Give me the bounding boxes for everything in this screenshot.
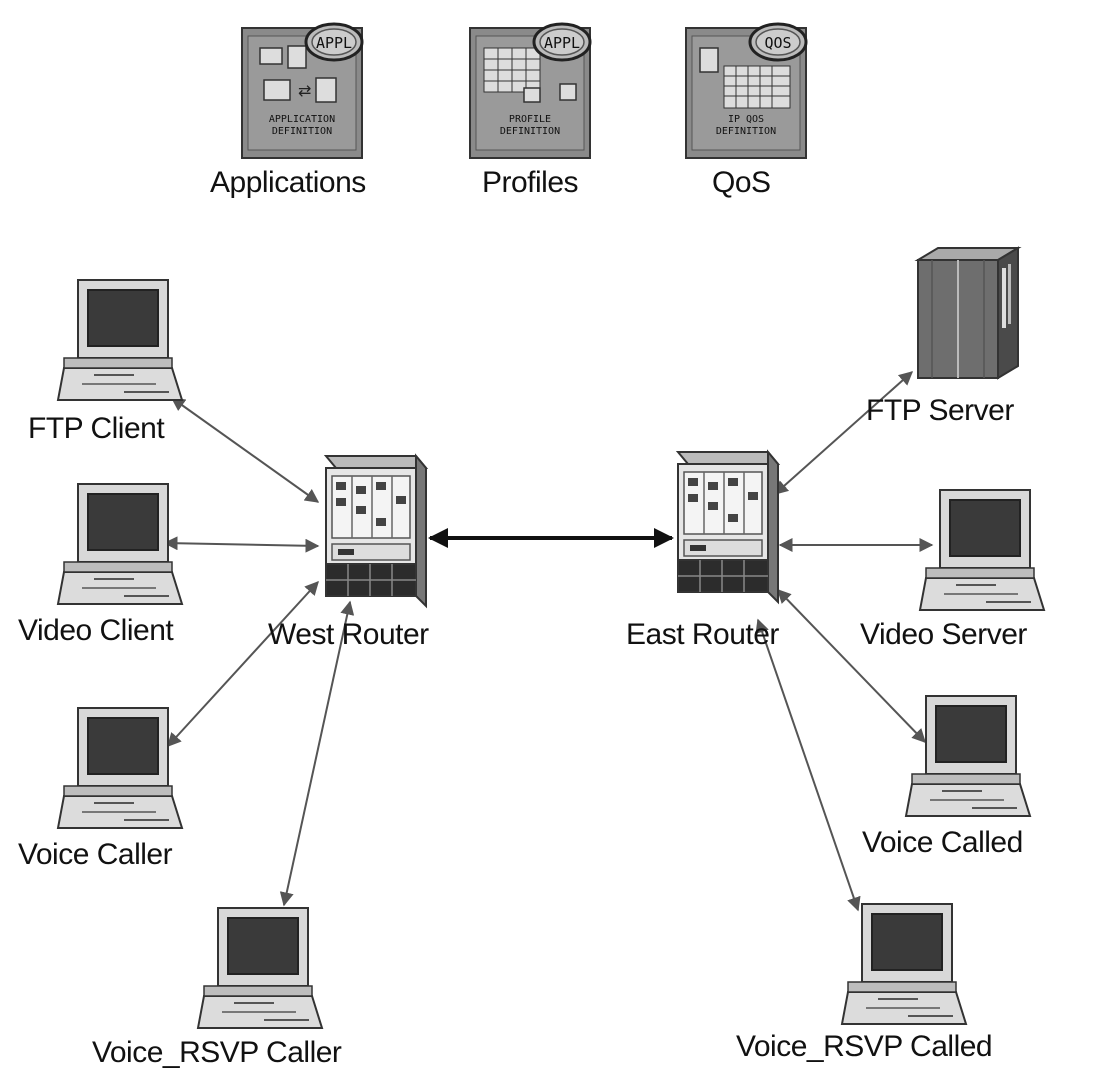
west-router-icon[interactable] — [325, 455, 427, 607]
profiles-caption-1: PROFILE — [509, 114, 551, 125]
ftp-server-icon[interactable] — [917, 247, 1019, 379]
link-voice-rsvp-caller-west[interactable] — [279, 600, 355, 907]
link-voice-rsvp-called-east[interactable] — [755, 618, 861, 912]
qos-caption-2: DEFINITION — [716, 126, 776, 137]
video-server-icon[interactable] — [919, 489, 1045, 611]
profiles-caption-2: DEFINITION — [500, 126, 560, 137]
voice-called-label: Voice Called — [862, 826, 1023, 859]
voice-caller-icon[interactable] — [57, 707, 183, 829]
qos-label: QoS — [712, 166, 771, 199]
applications-label: Applications — [210, 166, 366, 199]
link-voice-caller-west[interactable] — [167, 580, 319, 748]
voice-called-icon[interactable] — [905, 695, 1031, 817]
link-video-client-west[interactable] — [163, 536, 320, 553]
voice-caller-label: Voice Caller — [18, 838, 173, 871]
qos-config-icon[interactable]: IP QOS DEFINITION QOS — [685, 22, 808, 159]
video-server-label: Video Server — [860, 618, 1027, 651]
ftp-client-icon[interactable] — [57, 279, 183, 401]
west-router-label: West Router — [268, 618, 429, 651]
voice-rsvp-caller-label: Voice_RSVP Caller — [92, 1036, 342, 1069]
voice-rsvp-caller-icon[interactable] — [197, 907, 323, 1029]
link-ftp-client-west[interactable] — [170, 397, 320, 503]
link-voice-called-east[interactable] — [777, 588, 926, 744]
applications-caption-1: APPLICATION — [269, 114, 335, 125]
profiles-config-icon[interactable]: PROFILE DEFINITION APPL — [469, 22, 592, 159]
link-ftp-server-east[interactable] — [773, 371, 914, 495]
svg-text:⇄: ⇄ — [298, 81, 311, 100]
video-client-label: Video Client — [18, 614, 174, 647]
profiles-label: Profiles — [482, 166, 579, 199]
ftp-server-label: FTP Server — [866, 394, 1014, 427]
voice-rsvp-called-icon[interactable] — [841, 903, 967, 1025]
applications-badge: APPL — [316, 34, 352, 52]
qos-badge: QOS — [764, 34, 791, 52]
east-router-label: East Router — [626, 618, 779, 651]
ftp-client-label: FTP Client — [28, 412, 165, 445]
video-client-icon[interactable] — [57, 483, 183, 605]
qos-caption-1: IP QOS — [728, 114, 764, 125]
applications-config-icon[interactable]: ⇄ APPLICATION DEFINITION APPL — [241, 22, 364, 159]
applications-caption-2: DEFINITION — [272, 126, 332, 137]
east-router-icon[interactable] — [677, 451, 779, 603]
voice-rsvp-called-label: Voice_RSVP Called — [736, 1030, 993, 1063]
profiles-badge: APPL — [544, 34, 580, 52]
